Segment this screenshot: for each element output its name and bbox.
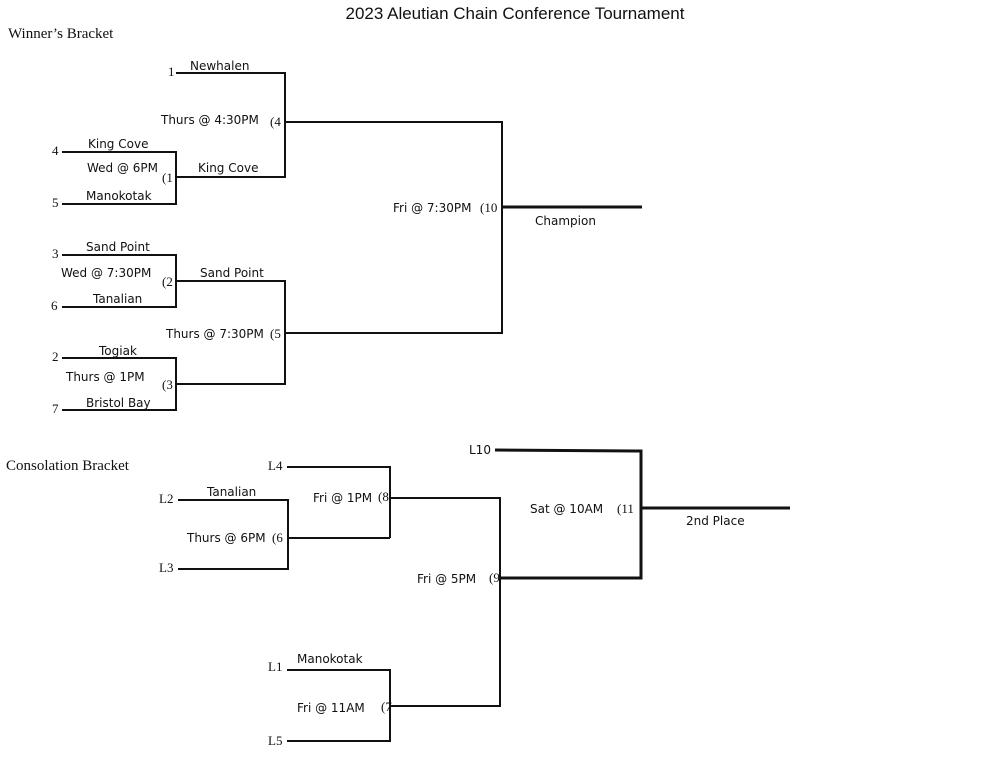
team-tanalian-consolation: Tanalian xyxy=(207,485,257,499)
game5-time: Thurs @ 7:30PM xyxy=(166,327,264,341)
team-togiak: Togiak xyxy=(99,344,137,358)
team-newhalen: Newhalen xyxy=(190,59,250,73)
game1-number: (1 xyxy=(162,170,173,185)
game5-number: (5 xyxy=(270,326,281,341)
game1-time: Wed @ 6PM xyxy=(87,161,159,175)
game11-time: Sat @ 10AM xyxy=(530,502,604,516)
game3-number: (3 xyxy=(162,377,173,392)
game7-number: (7 xyxy=(381,699,392,714)
game7-time: Fri @ 11AM xyxy=(297,701,365,715)
second-place-label: 2nd Place xyxy=(686,514,745,528)
slot-l4: L4 xyxy=(268,458,283,473)
game6-bracket-line xyxy=(178,499,289,570)
team-tanalian: Tanalian xyxy=(93,292,143,306)
game2-time: Wed @ 7:30PM xyxy=(61,266,152,280)
seed-6: 6 xyxy=(51,298,58,313)
winners-bracket-heading: Winner’s Bracket xyxy=(8,26,114,42)
seed-7: 7 xyxy=(52,401,59,416)
team-bristol-bay: Bristol Bay xyxy=(86,396,151,410)
team-king-cove: King Cove xyxy=(88,137,149,151)
slot-l2: L2 xyxy=(159,491,174,506)
game9-time: Fri @ 5PM xyxy=(417,572,477,586)
slot-l10: L10 xyxy=(469,443,491,457)
game4-time: Thurs @ 4:30PM xyxy=(161,113,259,127)
game11-bracket-line xyxy=(494,448,643,580)
game6-time: Thurs @ 6PM xyxy=(187,531,266,545)
team-sand-point: Sand Point xyxy=(86,240,150,254)
page-title: 2023 Aleutian Chain Conference Tournamen… xyxy=(345,4,685,23)
game2-number: (2 xyxy=(162,274,173,289)
game6-number: (6 xyxy=(272,530,283,545)
game9-bracket-line xyxy=(390,497,501,707)
game9-number: (9 xyxy=(489,570,500,585)
game1-winner: King Cove xyxy=(198,161,259,175)
seed-1: 1 xyxy=(168,64,175,79)
slot-l3: L3 xyxy=(159,560,174,575)
game11-number: (11 xyxy=(617,501,634,516)
game10-number: (10 xyxy=(480,200,498,215)
seed-5: 5 xyxy=(52,195,59,210)
game10-time: Fri @ 7:30PM xyxy=(393,201,472,215)
game8-bracket-line xyxy=(287,466,391,538)
game8-number: (8 xyxy=(378,489,389,504)
consolation-bracket-heading: Consolation Bracket xyxy=(6,458,129,474)
seed-4: 4 xyxy=(52,143,59,158)
slot-l5: L5 xyxy=(268,733,283,748)
game4-number: (4 xyxy=(270,114,281,129)
champion-label: Champion xyxy=(535,214,596,228)
slot-l1: L1 xyxy=(268,659,283,674)
team-manokotak: Manokotak xyxy=(86,189,152,203)
game10-bracket-line xyxy=(285,121,503,334)
game2-winner: Sand Point xyxy=(200,266,264,280)
game1-bracket-line xyxy=(62,151,177,205)
seed-2: 2 xyxy=(52,349,59,364)
seed-3: 3 xyxy=(52,246,59,261)
game3-time: Thurs @ 1PM xyxy=(66,370,145,384)
game4-bracket-line xyxy=(176,72,286,178)
team-manokotak-consolation: Manokotak xyxy=(297,652,363,666)
game8-time: Fri @ 1PM xyxy=(313,491,373,505)
